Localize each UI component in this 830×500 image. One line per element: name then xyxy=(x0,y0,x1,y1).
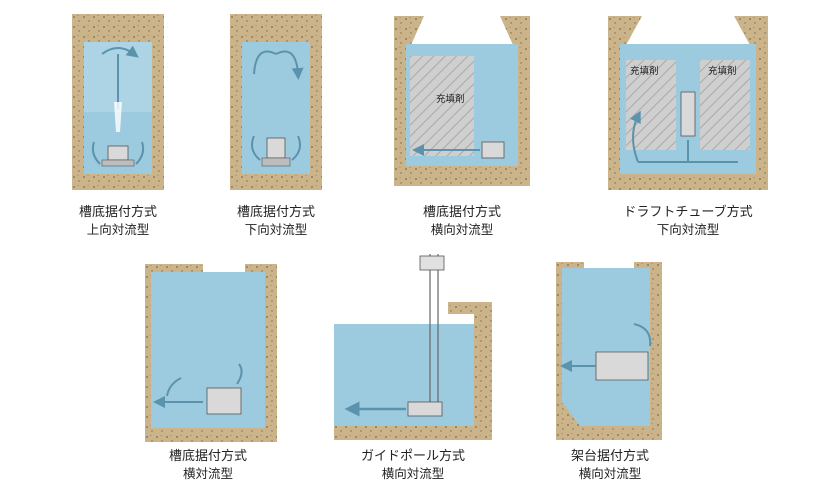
aerator-machine-icon xyxy=(407,401,443,417)
caption-p1: 槽底据付方式 上向対流型 xyxy=(66,204,170,238)
caption-p7: 架台据付方式 横向対流型 xyxy=(558,448,662,482)
caption-p2-line1: 槽底据付方式 xyxy=(236,205,315,220)
caption-p5: 槽底据付方式 横対流型 xyxy=(156,448,260,482)
caption-p5-line1: 槽底据付方式 xyxy=(168,449,247,464)
caption-p1-line2: 上向対流型 xyxy=(86,222,150,237)
aerator-machine-icon xyxy=(595,351,649,381)
diagram-bottom-horizontal xyxy=(145,264,277,442)
aerator-machine-icon xyxy=(206,387,242,415)
caption-p6-line1: ガイドポール方式 xyxy=(360,449,465,464)
caption-p3-line2: 横向対流型 xyxy=(430,222,494,237)
upward-arrow-icon xyxy=(114,102,122,132)
diagram-bottom-upward xyxy=(72,14,164,190)
caption-p1-line1: 槽底据付方式 xyxy=(78,205,157,220)
caption-p2: 槽底据付方式 下向対流型 xyxy=(224,204,328,238)
caption-p4-line1: ドラフトチューブ方式 xyxy=(623,205,753,220)
diagram-guide-pole xyxy=(334,254,492,440)
caption-p7-line1: 架台据付方式 xyxy=(570,449,649,464)
caption-p4: ドラフトチューブ方式 下向対流型 xyxy=(622,204,754,238)
caption-p3-line1: 槽底据付方式 xyxy=(422,205,501,220)
diagram-draft-tube: 充填剤 充填剤 xyxy=(608,16,768,190)
caption-p2-line2: 下向対流型 xyxy=(244,222,308,237)
filler-label-left: 充填剤 xyxy=(630,65,659,77)
aerator-machine-icon xyxy=(266,137,286,159)
draft-tube-icon xyxy=(680,91,696,137)
aerator-machine-icon xyxy=(481,141,505,159)
filler-block-icon xyxy=(410,56,474,156)
caption-p6: ガイドポール方式 横向対流型 xyxy=(346,448,480,482)
hoist-icon xyxy=(419,255,445,271)
filler-block-right-icon xyxy=(700,60,750,150)
caption-p5-line2: 横対流型 xyxy=(182,466,233,481)
caption-p4-line2: 下向対流型 xyxy=(656,222,720,237)
diagram-stand-mounted xyxy=(556,262,662,440)
caption-p7-line2: 横向対流型 xyxy=(578,466,642,481)
diagram-bottom-lateral-fill: 充填剤 xyxy=(394,16,530,186)
aerator-machine-icon xyxy=(107,145,129,161)
filler-label-right: 充填剤 xyxy=(708,65,737,77)
filler-label: 充填剤 xyxy=(436,93,465,105)
caption-p6-line2: 横向対流型 xyxy=(381,466,445,481)
caption-p3: 槽底据付方式 横向対流型 xyxy=(410,204,514,238)
filler-block-left-icon xyxy=(626,60,676,150)
diagram-bottom-downward xyxy=(230,14,322,190)
